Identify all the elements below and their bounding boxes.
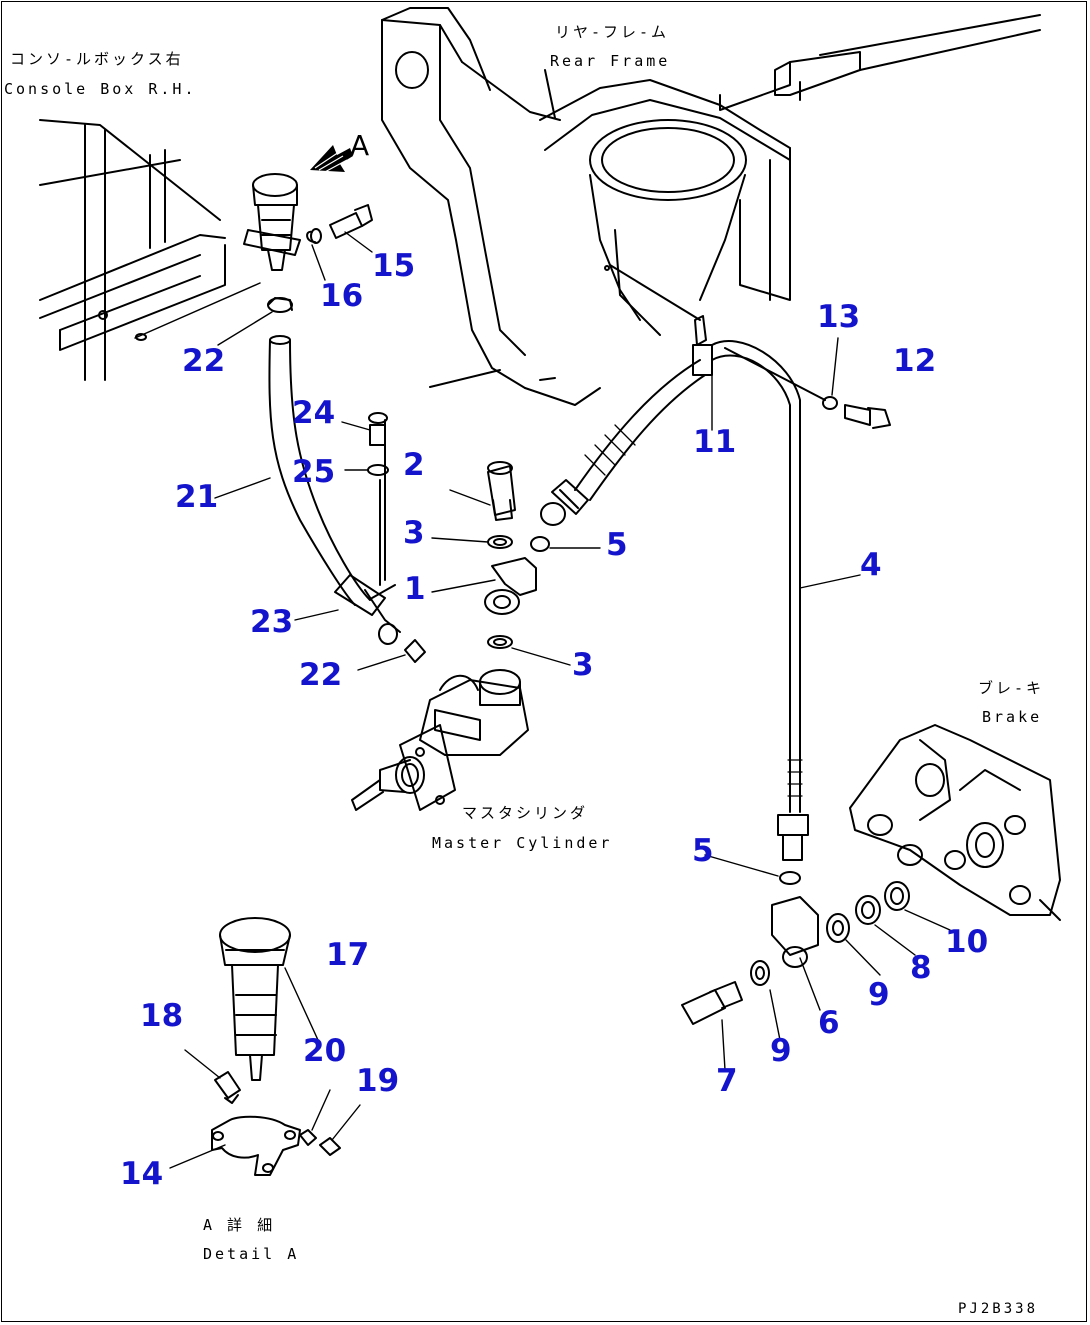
part-number-20: 20 <box>303 1033 347 1069</box>
part-number-22: 22 <box>182 343 226 379</box>
detail-a-label-jp: A 詳 細 <box>203 1216 276 1234</box>
rear-frame-drawing <box>381 7 1041 406</box>
detail-a-label-en: Detail A <box>203 1245 300 1263</box>
part-number-10: 10 <box>945 924 989 960</box>
part-number-18: 18 <box>140 998 184 1034</box>
detail-a-drawing <box>211 917 341 1176</box>
master-cylinder-drawing <box>351 669 529 811</box>
part-number-2: 2 <box>403 447 425 483</box>
brake-drawing <box>681 724 1061 1025</box>
part-number-21: 21 <box>175 479 219 515</box>
part-number-17: 17 <box>326 937 370 973</box>
bolt-12-drawing <box>822 396 891 429</box>
part-number-11: 11 <box>693 424 737 460</box>
view-arrow-label: A <box>350 129 370 162</box>
part-number-9: 9 <box>868 977 890 1013</box>
console-box-drawing <box>39 119 261 381</box>
brake-label-en: Brake <box>982 708 1043 726</box>
part-number-16: 16 <box>320 278 364 314</box>
hose-and-tube-drawing <box>540 315 826 861</box>
part-number-25: 25 <box>292 454 336 490</box>
master-cylinder-label-jp: マスタシリンダ <box>462 804 589 822</box>
part-number-3: 3 <box>572 647 594 683</box>
part-number-15: 15 <box>372 248 416 284</box>
part-number-6: 6 <box>818 1005 840 1041</box>
reservoir-drawing <box>243 173 426 663</box>
part-number-22: 22 <box>299 657 343 693</box>
part-number-4: 4 <box>860 547 882 583</box>
brake-label-jp: ブレ-キ <box>978 679 1045 697</box>
part-number-3: 3 <box>403 515 425 551</box>
part-number-13: 13 <box>817 299 861 335</box>
part-number-24: 24 <box>292 395 336 431</box>
part-number-9: 9 <box>770 1033 792 1069</box>
part-number-7: 7 <box>716 1063 738 1099</box>
console-box-label-en: Console Box R.H. <box>4 80 197 98</box>
part-number-5: 5 <box>606 527 628 563</box>
view-arrow-icon <box>310 145 353 174</box>
leader-lines <box>169 231 951 1169</box>
part-number-8: 8 <box>910 950 932 986</box>
part-number-1: 1 <box>404 571 426 607</box>
part-number-14: 14 <box>120 1156 164 1192</box>
part-number-19: 19 <box>356 1063 400 1099</box>
drawing-code: PJ2B338 <box>958 1301 1039 1317</box>
part-number-5: 5 <box>692 833 714 869</box>
master-cylinder-label-en: Master Cylinder <box>432 834 613 852</box>
rear-frame-label-en: Rear Frame <box>550 52 671 70</box>
console-box-label-jp: コンソ-ルボックス右 <box>10 50 184 68</box>
part-number-12: 12 <box>893 343 937 379</box>
fitting-drawing <box>484 461 550 649</box>
rear-frame-label-jp: リヤ-フレ-ム <box>555 23 670 41</box>
part-number-23: 23 <box>250 604 294 640</box>
